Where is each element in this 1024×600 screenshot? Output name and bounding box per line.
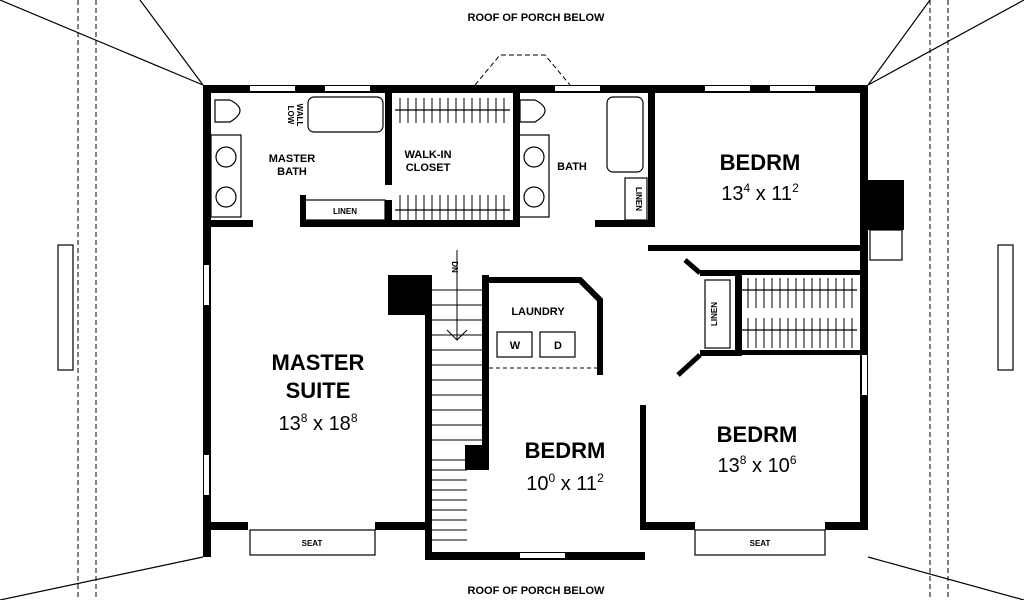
low-wall-label-2: WALL xyxy=(295,104,304,127)
room-bedrm-top-right: BEDRM 134 x 112 xyxy=(720,150,801,205)
room-dimensions: 138 x 106 xyxy=(718,453,797,477)
room-dimensions: 138 x 188 xyxy=(279,411,358,435)
room-bedrm-bottom-right: BEDRM 138 x 106 xyxy=(717,422,798,477)
fixtures xyxy=(210,96,857,556)
room-dimensions: 134 x 112 xyxy=(721,181,799,205)
stair-down-label: DN xyxy=(450,261,459,273)
bath-label: BATH xyxy=(557,161,587,173)
seat-label-right: SEAT xyxy=(750,539,771,548)
roof-label-bottom: ROOF OF PORCH BELOW xyxy=(468,585,606,597)
room-name: MASTER xyxy=(272,350,365,375)
master-bath-label-2: BATH xyxy=(277,166,307,178)
roof-label-top: ROOF OF PORCH BELOW xyxy=(468,12,606,24)
dryer-label: D xyxy=(554,340,562,352)
room-bedrm-bottom-center: BEDRM 100 x 112 xyxy=(525,438,606,495)
low-wall-label: LOW xyxy=(286,106,295,125)
room-master-suite: MASTER SUITE 138 x 188 xyxy=(272,350,365,435)
seat-label-left: SEAT xyxy=(302,539,323,548)
master-bath-label: MASTER xyxy=(269,153,316,165)
exterior-walls xyxy=(203,85,904,560)
linen-label-bath: LINEN xyxy=(634,187,643,211)
linen-label-hall: LINEN xyxy=(710,302,719,326)
room-name: BEDRM xyxy=(720,150,801,175)
room-name-2: SUITE xyxy=(286,378,351,403)
room-name: BEDRM xyxy=(717,422,798,447)
walk-in-closet-label: WALK-IN xyxy=(404,149,451,161)
room-dimensions: 100 x 112 xyxy=(526,471,604,495)
linen-label-master: LINEN xyxy=(333,207,357,216)
walk-in-closet-label-2: CLOSET xyxy=(406,162,451,174)
laundry-label: LAUNDRY xyxy=(511,306,565,318)
washer-label: W xyxy=(510,340,521,352)
room-name: BEDRM xyxy=(525,438,606,463)
interior-walls xyxy=(203,85,860,557)
